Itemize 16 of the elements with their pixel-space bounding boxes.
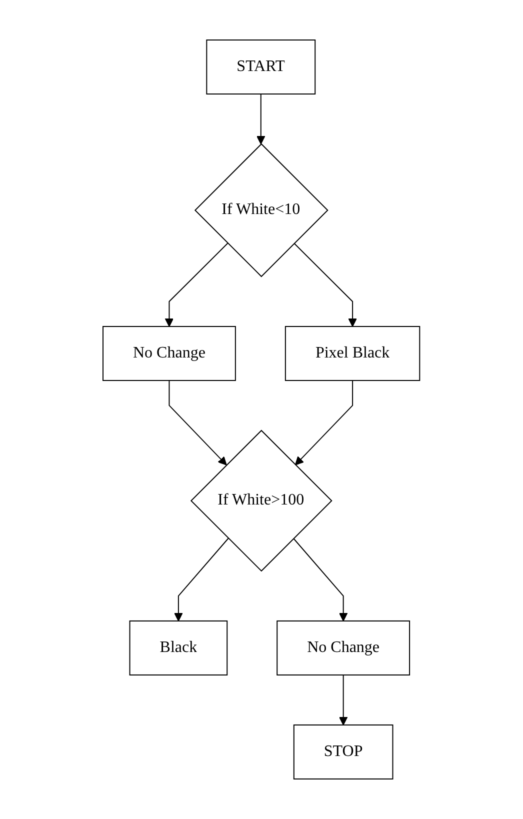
node-diamond: If White>100 xyxy=(190,430,332,572)
arrow xyxy=(256,94,266,144)
node-box: No Change xyxy=(276,620,410,676)
node-box: START xyxy=(206,40,316,95)
node-box: No Change xyxy=(102,326,236,381)
node-box: Black xyxy=(129,620,228,676)
arrow xyxy=(168,380,227,466)
node-box: Pixel Black xyxy=(285,326,420,381)
arrow xyxy=(174,538,229,622)
arrow xyxy=(294,242,358,327)
arrow xyxy=(293,538,348,622)
arrow xyxy=(295,380,354,466)
arrow xyxy=(165,242,228,327)
node-diamond: If White<10 xyxy=(194,143,328,278)
node-box: STOP xyxy=(294,724,394,780)
arrow xyxy=(339,674,348,726)
